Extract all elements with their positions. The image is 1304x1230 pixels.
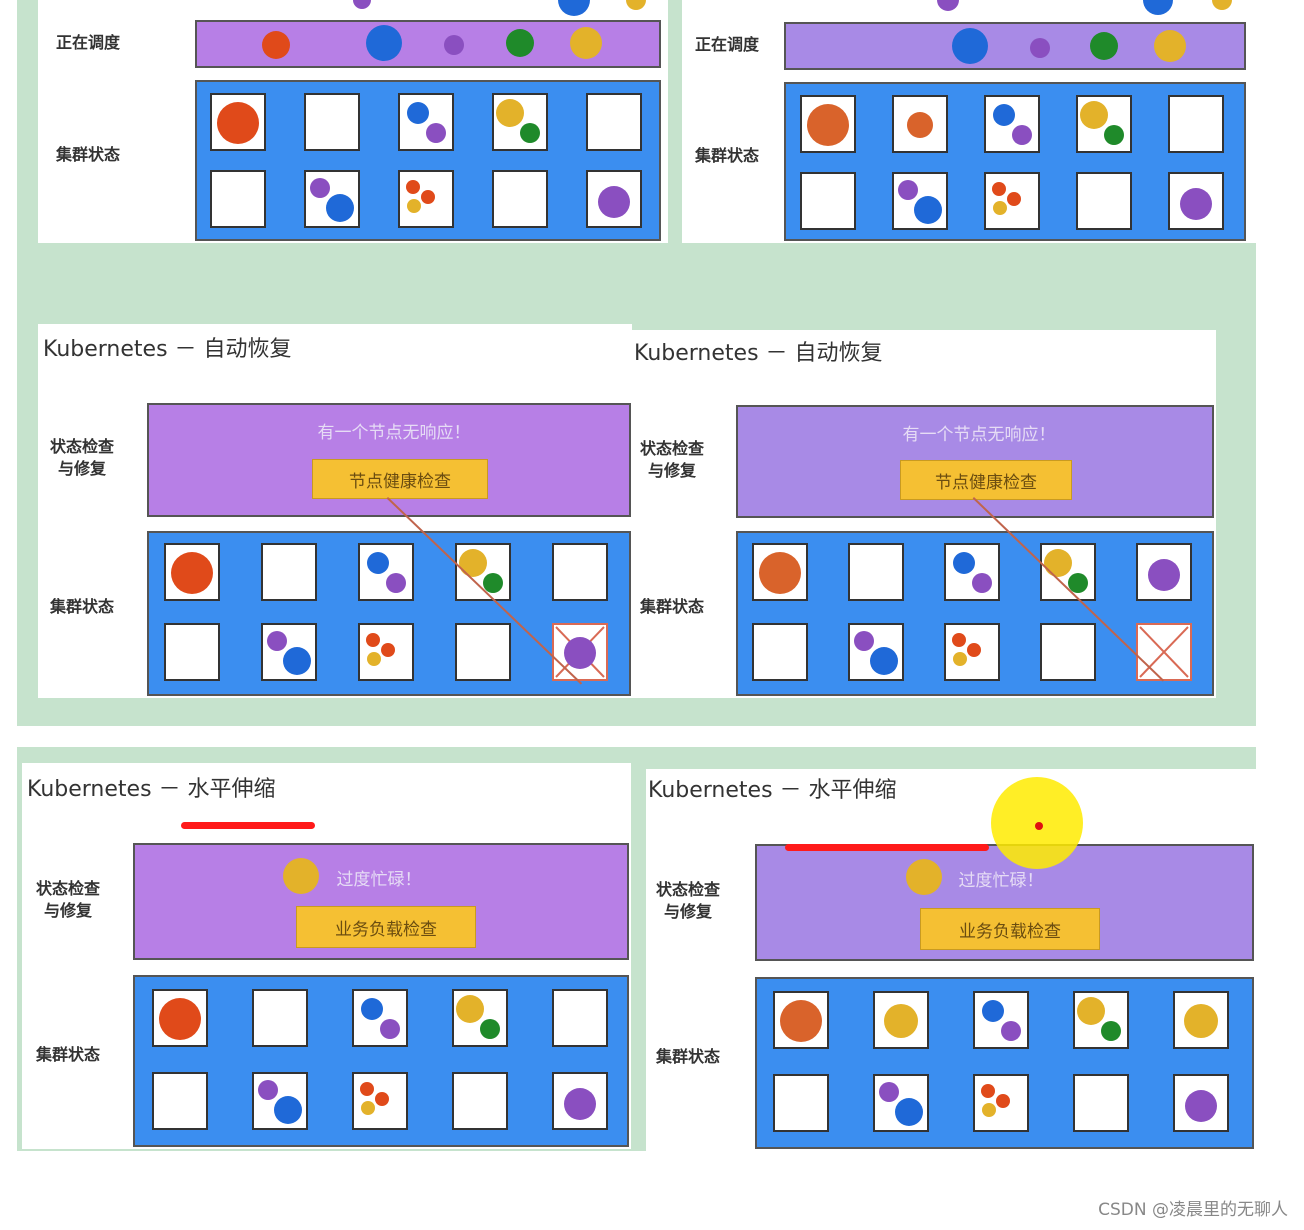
scheduling-panel-right: 正在调度 集群状态	[682, 0, 1256, 243]
autoheal-panel-left: Kubernetes － 自动恢复 状态检查 与修复 有一个节点无响应！ 节点健…	[38, 324, 632, 698]
cluster-state-label: 集群状态	[656, 1047, 721, 1066]
cluster-state-label: 集群状态	[36, 1045, 101, 1064]
node-health-check-button[interactable]: 节点健康检查	[900, 460, 1072, 500]
scheduling-queue-bar	[195, 20, 661, 68]
health-check-line-2: 与修复	[648, 461, 697, 480]
panel-title: Kubernetes － 自动恢复	[43, 337, 292, 362]
health-check-line-1: 状态检查	[36, 879, 101, 898]
cluster-grid	[195, 80, 661, 241]
scheduling-queue-bar	[784, 22, 1246, 70]
alert-text: 过度忙碌！	[336, 870, 422, 890]
alert-text: 过度忙碌！	[958, 871, 1044, 891]
scheduling-panel-left: 正在调度 集群状态	[38, 0, 668, 243]
cluster-state-label: 集群状态	[50, 597, 115, 616]
alert-text: 有一个节点无响应！	[317, 423, 471, 443]
health-check-label: 状态检查 与修复	[656, 879, 720, 923]
cluster-grid	[784, 82, 1246, 241]
autoheal-panel-right: Kubernetes － 自动恢复 状态检查 与修复 有一个节点无响应！ 节点健…	[632, 330, 1216, 698]
health-check-label: 状态检查 与修复	[640, 438, 704, 482]
workload-check-button[interactable]: 业务负载检查	[296, 906, 476, 948]
health-check-line-2: 与修复	[44, 901, 93, 920]
health-check-label: 状态检查 与修复	[36, 878, 100, 922]
cluster-grid	[133, 975, 629, 1147]
health-check-line-1: 状态检查	[50, 437, 115, 456]
health-check-line-2: 与修复	[58, 459, 107, 478]
scheduling-label: 正在调度	[695, 35, 760, 54]
watermark: CSDN @凌晨里的无聊人	[1098, 1200, 1288, 1220]
health-check-line-2: 与修复	[664, 902, 713, 921]
cluster-grid	[755, 977, 1254, 1149]
health-check-line-1: 状态检查	[656, 880, 721, 899]
cluster-state-label: 集群状态	[695, 146, 760, 165]
cluster-state-label: 集群状态	[640, 597, 705, 616]
health-check-label: 状态检查 与修复	[50, 436, 114, 480]
node-health-check-button[interactable]: 节点健康检查	[312, 459, 488, 499]
health-check-line-1: 状态检查	[640, 439, 705, 458]
cluster-grid	[736, 531, 1214, 696]
panel-title: Kubernetes － 自动恢复	[634, 341, 883, 366]
cluster-state-label: 集群状态	[56, 145, 121, 164]
cluster-grid	[147, 531, 631, 696]
scale-panel-right: Kubernetes － 水平伸缩 状态检查 与修复 过度忙碌！ 业务负载检查 …	[646, 769, 1256, 1151]
workload-check-button[interactable]: 业务负载检查	[920, 908, 1100, 950]
scale-panel-left: Kubernetes － 水平伸缩 状态检查 与修复 过度忙碌！ 业务负载检查 …	[22, 763, 631, 1149]
alert-text: 有一个节点无响应！	[902, 425, 1056, 445]
scheduling-label: 正在调度	[56, 33, 121, 52]
panel-title: Kubernetes － 水平伸缩	[648, 778, 897, 803]
panel-title: Kubernetes － 水平伸缩	[27, 777, 276, 802]
